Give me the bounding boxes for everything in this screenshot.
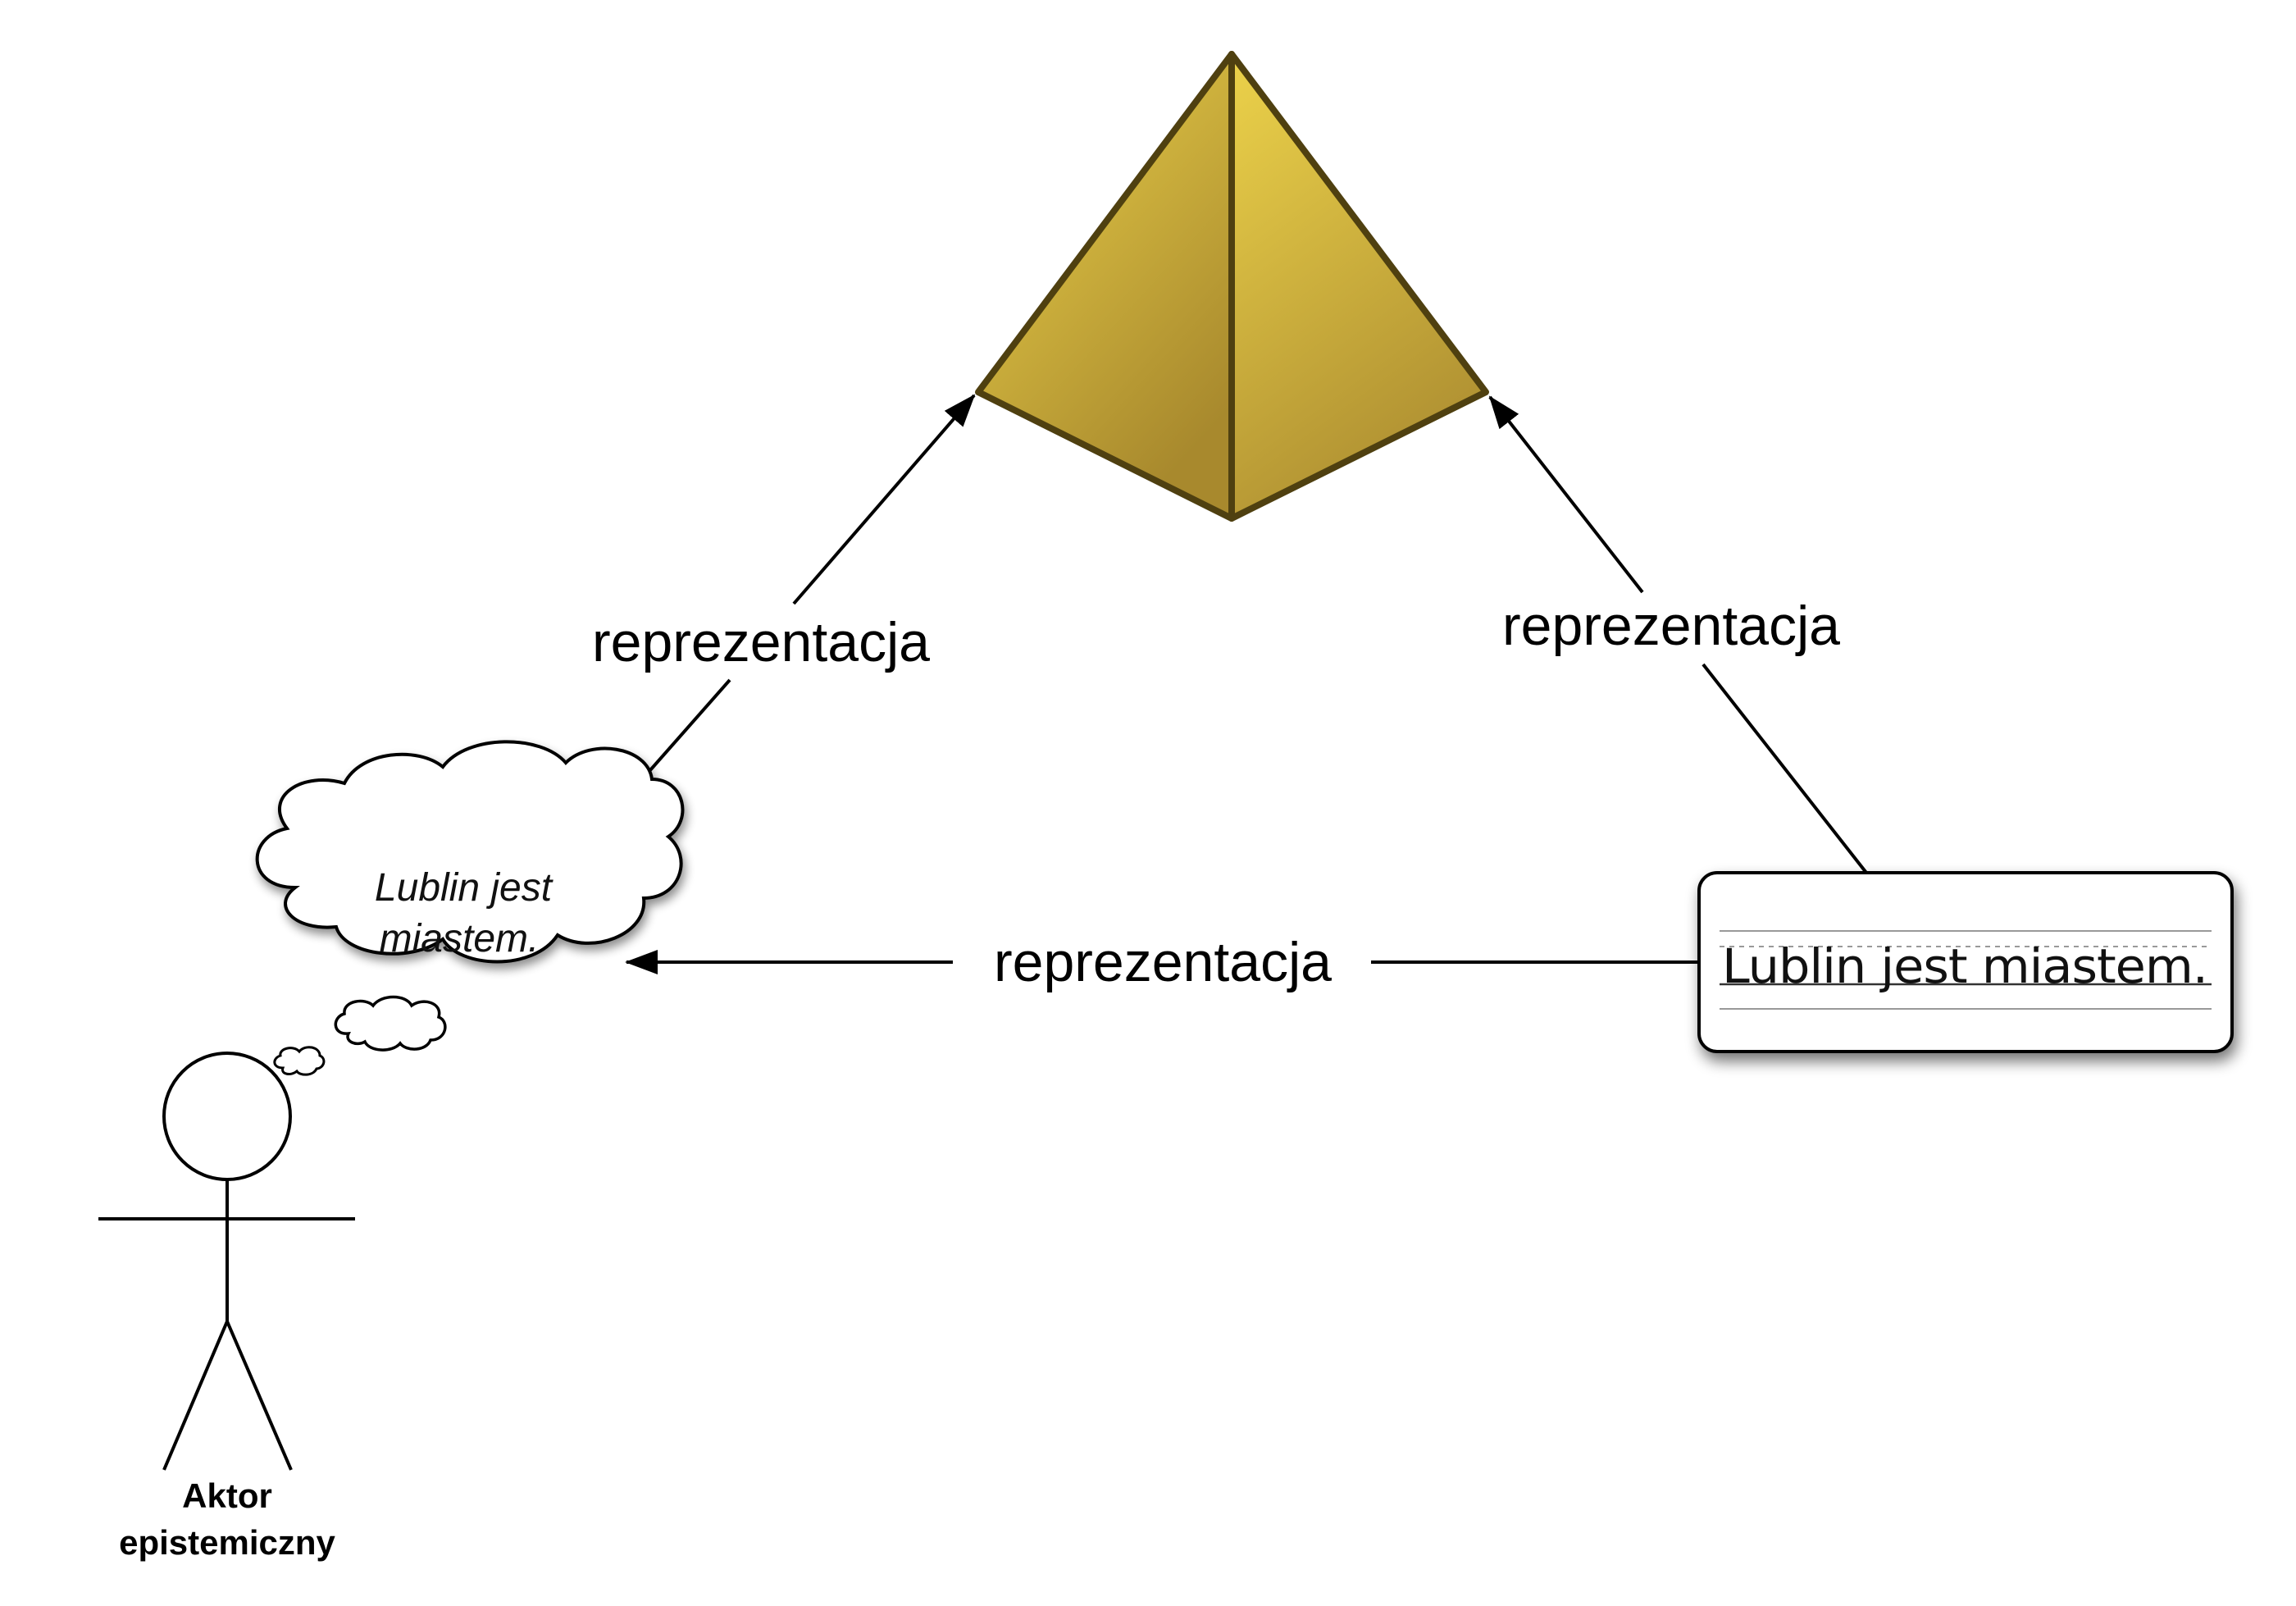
- thought-bubble-small: [273, 1046, 326, 1076]
- thought-text-line2: miastem.: [380, 917, 540, 960]
- pyramid-object-icon: [975, 51, 1489, 522]
- written-sentence-text: Lublin jest miastem.: [1722, 938, 2207, 994]
- stick-figure-actor-icon: [98, 1052, 355, 1471]
- edge-label-left: reprezentacja: [592, 611, 930, 673]
- actor-label-line1: Aktor: [182, 1476, 272, 1515]
- thought-bubble-medium: [334, 995, 447, 1052]
- written-sentence-card: Lublin jest miastem.: [1697, 871, 2234, 1053]
- edge-label-bottom: reprezentacja: [994, 931, 1332, 993]
- thought-cloud: [255, 740, 685, 964]
- thought-text-line1: Lublin jest: [375, 866, 554, 910]
- arrow-sentence-to-object: [1488, 395, 1868, 874]
- edge-label-right: reprezentacja: [1502, 595, 1840, 657]
- actor-label-line2: epistemiczny: [119, 1523, 335, 1562]
- handwriting-guide-lines: [1720, 930, 2212, 1010]
